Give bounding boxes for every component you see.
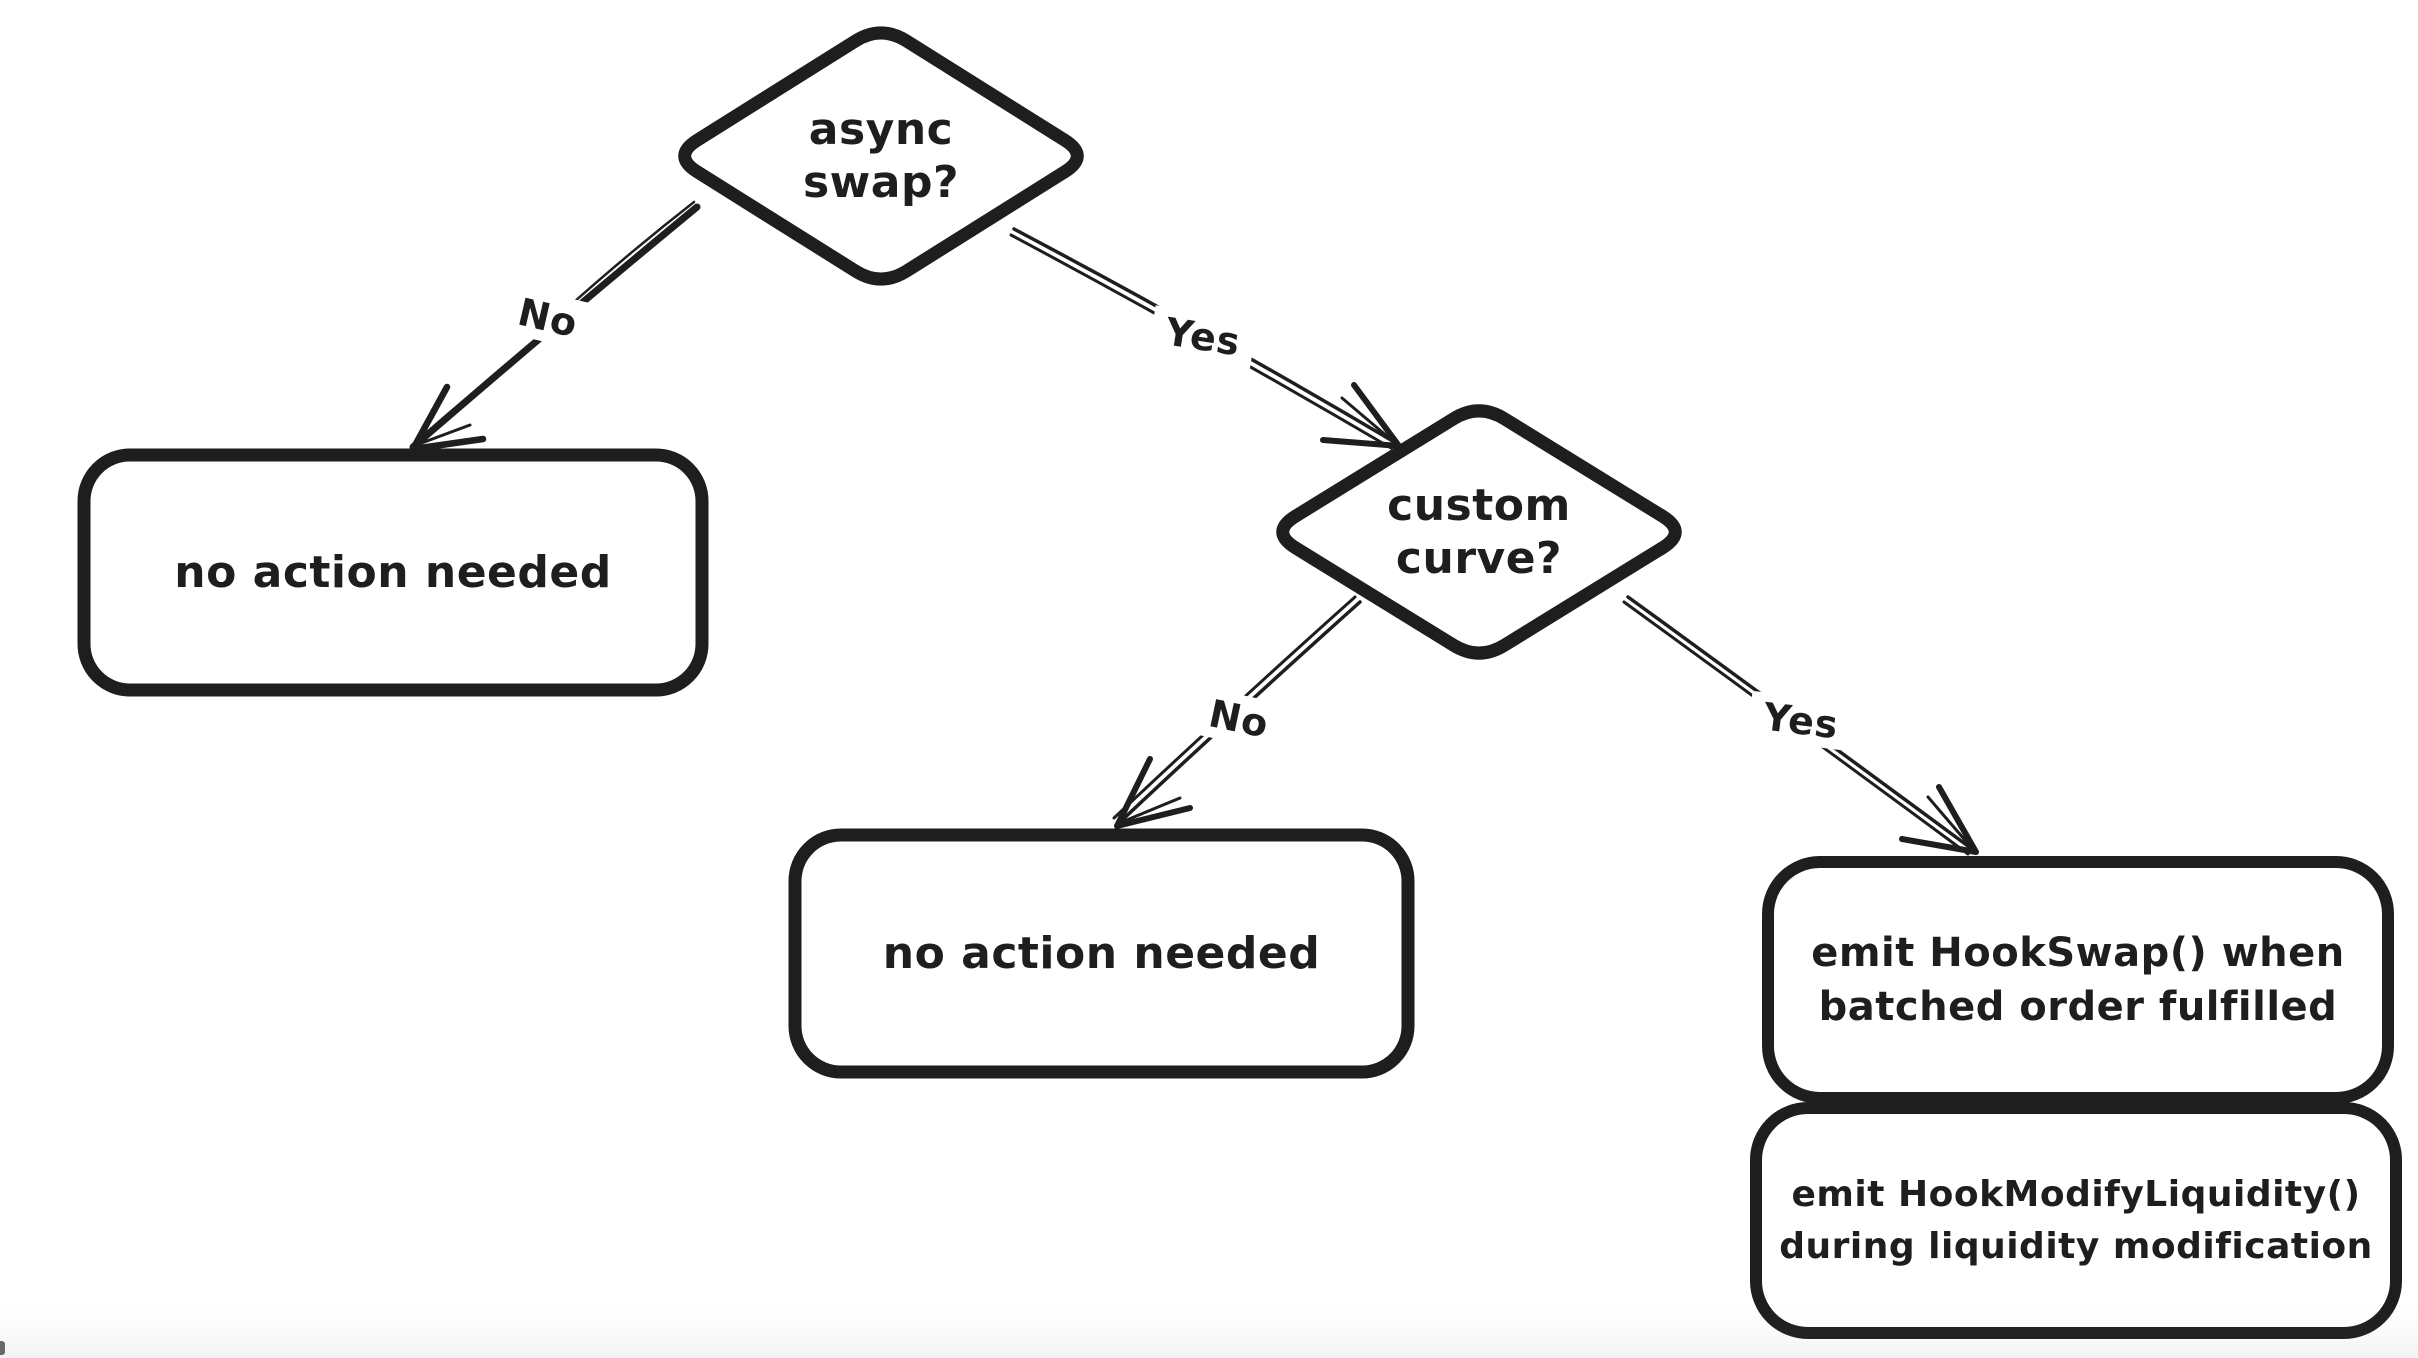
result-no-action-left-shape — [77, 448, 709, 697]
result-hookswap-shape — [1762, 856, 2394, 1104]
decision-custom-curve-shape — [1276, 404, 1682, 660]
result-no-action-middle-shape — [788, 828, 1415, 1079]
edge-curve-no-arrow — [1112, 595, 1362, 829]
ink-speck — [0, 1341, 5, 1355]
edge-async-yes-arrow — [1009, 227, 1402, 450]
result-hookmodifyliquidity-shape — [1750, 1102, 2402, 1339]
decision-async-swap-shape — [678, 26, 1084, 286]
edge-curve-yes-arrow — [1622, 595, 1979, 856]
edge-async-no-arrow — [409, 200, 701, 453]
